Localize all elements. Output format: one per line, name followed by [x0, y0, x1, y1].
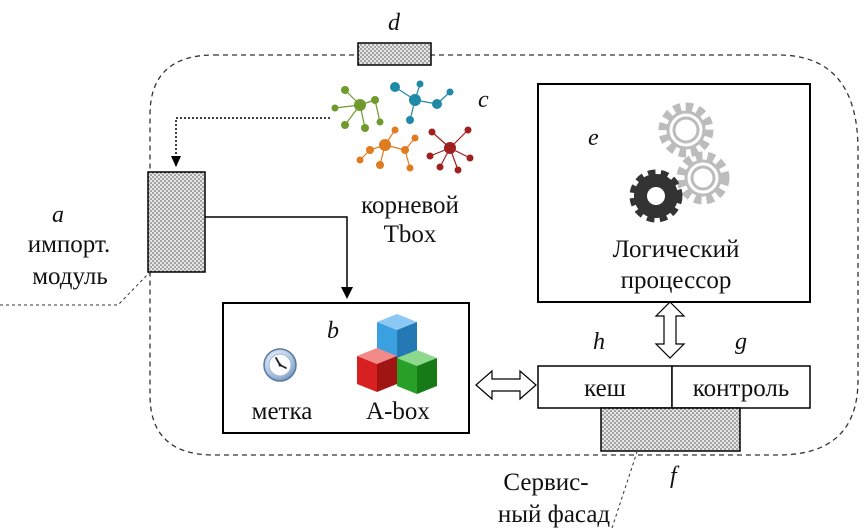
processor-label-line1: Логический — [613, 236, 740, 263]
processor-label-line2: процессор — [621, 267, 732, 294]
service-facade-leader — [611, 451, 638, 529]
cubes-icon — [357, 314, 437, 394]
import-module-box — [147, 171, 206, 273]
label-f: f — [670, 463, 680, 489]
label-a: a — [52, 202, 64, 228]
import-module-label-line2: модуль — [32, 263, 108, 290]
cache-box — [537, 365, 673, 409]
abox-cache-double-arrow — [475, 369, 537, 401]
processor-cache-double-arrow — [654, 301, 686, 359]
label-e: e — [588, 125, 599, 151]
connector-d — [357, 42, 432, 66]
cache-label: кеш — [584, 375, 626, 402]
stamp-label: метка — [252, 398, 313, 425]
network-graph-icon — [331, 80, 474, 174]
label-g: g — [735, 329, 747, 355]
label-h: h — [593, 329, 605, 355]
system-boundary — [149, 54, 859, 456]
gears-icon — [629, 102, 730, 223]
control-label: контроль — [693, 375, 790, 402]
tbox-label-line1: корневой — [361, 192, 459, 219]
import-to-abox-arrow — [205, 216, 353, 299]
service-facade-box — [600, 407, 741, 452]
label-c: c — [478, 87, 489, 113]
import-module-label-line1: импорт. — [28, 231, 111, 258]
tbox-label-line2: Tbox — [384, 221, 437, 248]
control-box — [671, 365, 811, 409]
clock-icon — [263, 348, 297, 382]
label-d: d — [388, 10, 401, 36]
service-facade-label-line1: Сервис- — [503, 469, 588, 496]
service-facade-label-line2: ный фасад — [498, 501, 611, 528]
label-b: b — [327, 318, 339, 344]
tbox-to-import-arrow — [171, 117, 330, 167]
abox-label: A-box — [366, 398, 430, 425]
